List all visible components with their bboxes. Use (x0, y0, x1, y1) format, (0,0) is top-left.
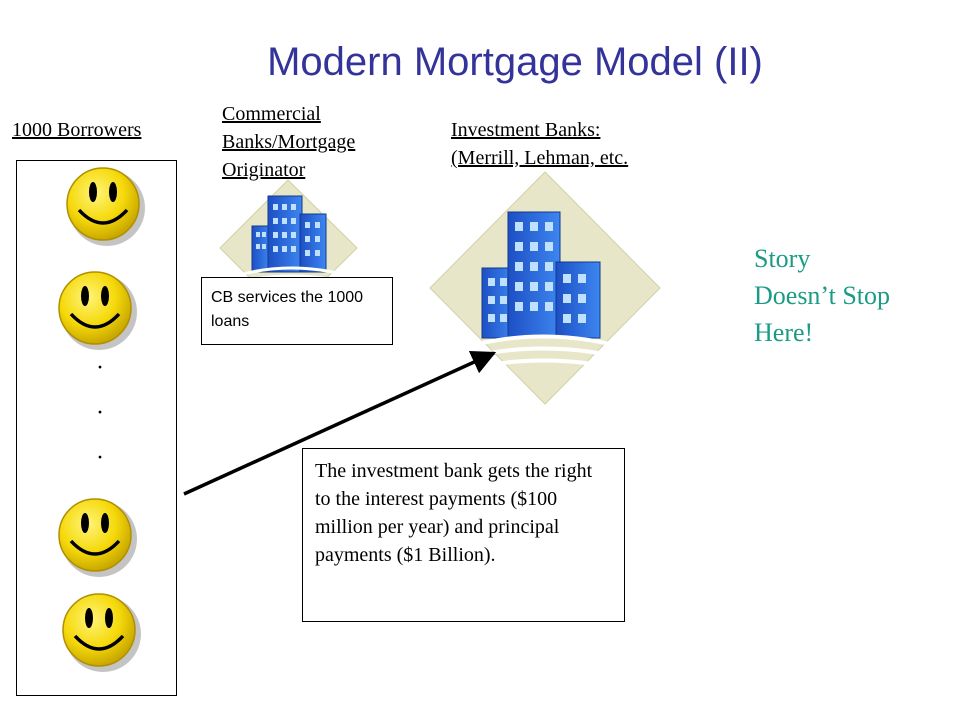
flow-arrow (183, 350, 497, 496)
commercial-banks-label-line-3: Originator (222, 159, 306, 181)
cb-note-box: CB services the 1000 loans (201, 277, 393, 345)
story-line-3: Here! (754, 318, 814, 347)
slide-title: Modern Mortgage Model (II) (267, 40, 763, 84)
ib-note-box: The investment bank gets the right to th… (302, 448, 625, 622)
smiley-icon-3 (58, 498, 137, 577)
ellipsis-dot-2: · (96, 400, 104, 426)
borrowers-label: 1000 Borrowers (12, 119, 142, 141)
ellipsis-dot-3: · (96, 445, 104, 471)
smiley-icon-2 (58, 271, 137, 350)
borrowers-column (16, 160, 177, 696)
story-line-1: Story (754, 244, 811, 273)
investment-banks-label-line-2: (Merrill, Lehman, etc. (451, 147, 629, 169)
story-line-2: Doesn’t Stop (754, 281, 891, 310)
investment-banks-label: Investment Banks: (Merrill, Lehman, etc. (451, 116, 628, 172)
investment-banks-label-line-1: Investment Banks: (451, 119, 601, 141)
investment-bank-building-icon (429, 171, 661, 405)
story-text: Story Doesn’t Stop Here! (754, 240, 890, 351)
ellipsis-dot-1: · (96, 355, 104, 381)
smiley-icon-1 (66, 167, 145, 246)
smiley-icon-4 (62, 593, 141, 672)
commercial-banks-label: Commercial Banks/Mortgage Originator (222, 100, 355, 184)
commercial-banks-label-line-1: Commercial (222, 103, 321, 125)
commercial-banks-label-line-2: Banks/Mortgage (222, 131, 356, 153)
